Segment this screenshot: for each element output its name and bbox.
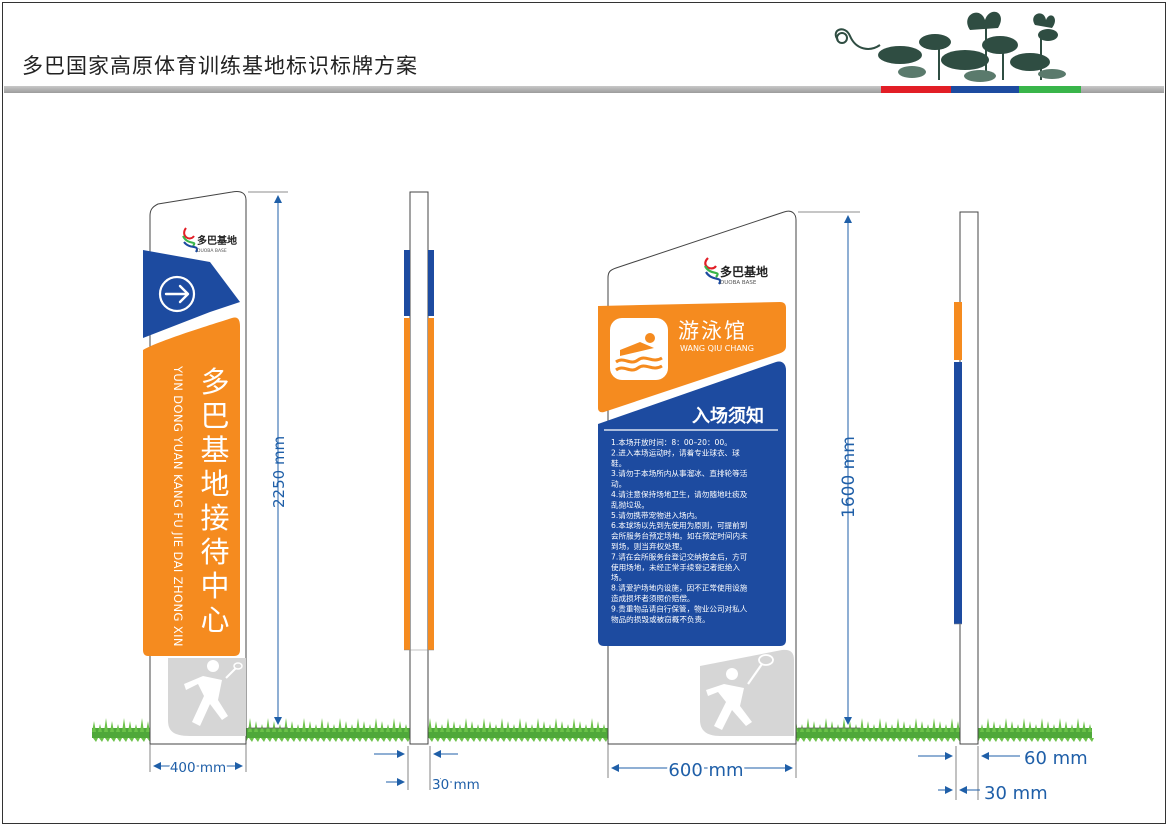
sign1-title-char: 接: [200, 501, 229, 535]
notice-line: 4.请注意保持场地卫生，请勿随地吐痰及: [611, 489, 748, 499]
sign1-title-char: 多: [200, 365, 229, 399]
sign2-notice-list: 1.本场开放时间：8：00–20：00。2.进入本场运动时，请着专业球衣、球鞋。…: [611, 437, 748, 624]
sign1-side-dimension: 30 mm: [374, 746, 482, 795]
sign1-pinyin: YUN DONG YUAN KANG FU JIE DAI ZHONG XIN: [171, 365, 185, 647]
sign1-arrow-panel: [143, 250, 240, 338]
header-blue-stripe: [951, 86, 1019, 93]
logo-text-en: DUOBA BASE: [720, 280, 757, 286]
notice-line: 6.本球场以先到先使用为原则，可提前到: [611, 520, 747, 530]
sign2-notice-title: 入场须知: [692, 405, 764, 427]
sign2-height-label: 1600 mm: [839, 436, 859, 518]
sign2-side-width-label: 60 mm: [1024, 748, 1088, 769]
arrow-right-icon: [158, 275, 196, 313]
sign1-side-thickness-label: 30 mm: [432, 777, 480, 793]
sign1-width-label: 400 mm: [170, 760, 226, 776]
sign1-title-char: 待: [200, 535, 229, 569]
sign2-side-thickness-label: 30 mm: [984, 783, 1048, 804]
notice-line: 使用场地，未经正常手续登记者拒绝入: [611, 562, 740, 572]
sign1-title-char: 巴: [200, 399, 229, 433]
notice-line: 场。: [611, 573, 626, 582]
notice-line: 到场，则当弃权处理。: [611, 541, 687, 551]
logo-text-en: DUOBA BASE: [197, 248, 227, 254]
notice-line: 造成损坏者须照价赔偿。: [611, 593, 695, 603]
notice-line: 会所服务台预定场地。如在预定时间内未: [611, 531, 748, 541]
grass-strip: [92, 718, 1094, 742]
header-red-stripe: [881, 86, 951, 93]
logo-swirl-icon: [704, 257, 717, 270]
header-green-stripe: [1019, 86, 1081, 93]
sign1-title-panel: [143, 317, 240, 656]
logo-text-cn: 多巴基地: [720, 264, 768, 279]
sign2-width-label: 600 mm: [668, 760, 743, 781]
badminton-player-icon: [168, 658, 246, 736]
notice-line: 7.请在会所服务台登记交纳按金后，方可: [611, 551, 748, 561]
notice-line: 动。: [611, 479, 626, 489]
notice-line: 乱抛垃圾。: [611, 499, 649, 509]
sign1-title-char: 心: [200, 603, 229, 637]
page-title: 多巴国家高原体育训练基地标识标牌方案: [22, 54, 418, 78]
sign2-front: 多巴基地 DUOBA BASE 游泳馆 WANG QIU CHANG 入场须知 …: [598, 210, 797, 745]
notice-line: 物品的损毁或被窃概不负责。: [611, 614, 710, 624]
sign1-height-dimension: 2250 mm: [248, 191, 288, 729]
notice-line: 2.进入本场运动时，请着专业球衣、球: [611, 447, 740, 457]
sign1-height-label: 2250 mm: [270, 436, 288, 508]
sign2-venue-name: 游泳馆: [678, 319, 747, 343]
swimmer-icon: [610, 318, 668, 380]
sign1-title-char: 地: [200, 467, 229, 501]
notice-line: 5.请勿携带宠物进入场内。: [611, 510, 702, 520]
sign2-side-dimension: 60 mm 30 mm: [918, 746, 1088, 804]
header-bar: [4, 86, 1164, 93]
notice-line: 9.贵重物品请自行保管，物业公司对私人: [611, 603, 748, 613]
sign1-title-char: 中: [200, 569, 229, 603]
sign2-width-dimension: 600 mm: [607, 744, 797, 784]
sign2-notice-panel: [598, 361, 786, 646]
sign2-side: [954, 211, 979, 745]
sign2-height-dimension: 1600 mm: [798, 211, 860, 729]
notice-line: 1.本场开放时间：8：00–20：00。: [611, 437, 732, 447]
tennis-player-icon: [700, 649, 794, 736]
notice-line: 8.请爱护场地内设施，因不正常使用设施: [611, 583, 748, 593]
sign1-title-char: 基: [200, 433, 229, 467]
sign2-logo: 多巴基地 DUOBA BASE: [704, 257, 768, 286]
sign1-side: [404, 191, 434, 745]
lotus-decoration-icon: [834, 11, 1066, 82]
notice-line: 3.请勿于本场所内从事溜冰、直排轮等活: [611, 468, 748, 478]
sign1-width-dimension: 400 mm: [149, 744, 247, 778]
sign2-venue-pinyin: WANG QIU CHANG: [680, 344, 754, 353]
logo-text-cn: 多巴基地: [197, 234, 237, 247]
notice-line: 鞋。: [611, 458, 626, 468]
